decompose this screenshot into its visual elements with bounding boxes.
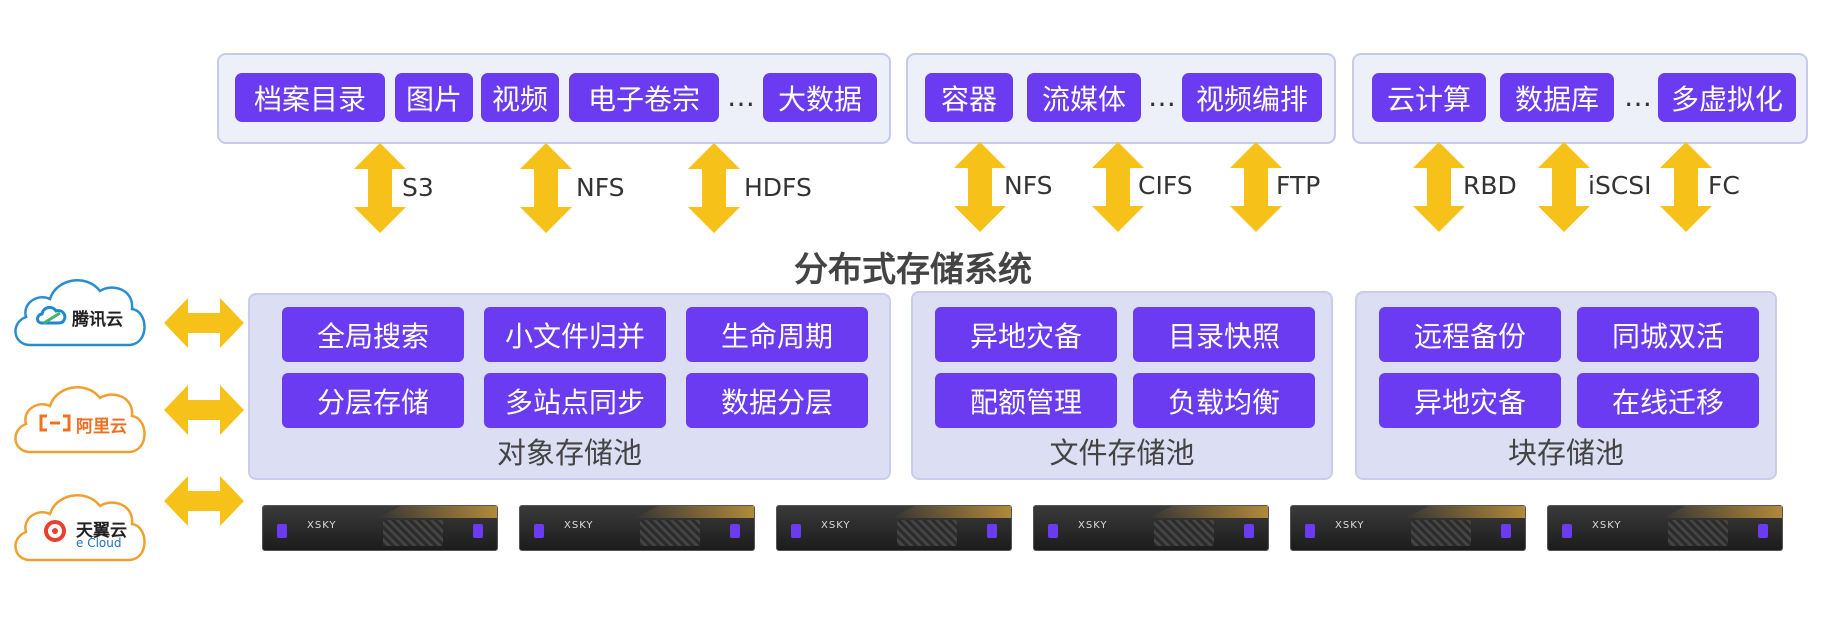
system-title: 分布式存储系统 — [794, 250, 1032, 290]
feature-chip: 在线迁移 — [1577, 373, 1759, 428]
cloud-name: 腾讯云 — [72, 310, 123, 330]
app-group-block: 云计算 数据库 … 多虚拟化 — [1352, 53, 1808, 144]
app-chip: 流媒体 — [1027, 73, 1141, 122]
app-chip: 档案目录 — [235, 73, 385, 122]
status-led-icon — [1244, 524, 1254, 538]
feature-chip: 数据分层 — [686, 373, 868, 428]
feature-chip: 分层存储 — [282, 373, 464, 428]
server-unit: XSKY — [262, 505, 498, 551]
feature-chip: 异地灾备 — [1379, 373, 1561, 428]
cloud-tencent: 腾讯云 — [8, 265, 153, 350]
feature-chip: 生命周期 — [686, 307, 868, 362]
app-group-file: 容器 流媒体 … 视频编排 — [906, 53, 1336, 144]
cloud-name: 阿里云 — [76, 417, 127, 437]
file-storage-pool: 异地灾备 目录快照 配额管理 负载均衡 文件存储池 — [911, 291, 1333, 480]
server-brand: XSKY — [564, 520, 594, 531]
protocol-label: NFS — [1004, 171, 1053, 200]
block-storage-pool: 远程备份 同城双活 异地灾备 在线迁移 块存储池 — [1355, 291, 1777, 480]
tencent-cloud-logo-icon — [36, 305, 67, 325]
app-chip: 视频 — [481, 73, 559, 122]
app-chip: 多虚拟化 — [1658, 73, 1796, 122]
server-brand: XSKY — [1335, 520, 1365, 531]
status-led-icon — [1758, 524, 1768, 538]
server-unit: XSKY — [519, 505, 755, 551]
double-arrow-icon — [1230, 142, 1282, 232]
cloud-outline-icon — [14, 386, 146, 454]
server-unit: XSKY — [776, 505, 1012, 551]
protocol-label: RBD — [1463, 171, 1517, 200]
double-arrow-icon — [164, 298, 244, 348]
tianyi-cloud-logo-icon — [44, 520, 66, 542]
double-arrow-icon — [164, 476, 244, 526]
status-led-icon — [987, 524, 997, 538]
double-arrow-icon — [520, 143, 572, 233]
server-unit: XSKY — [1290, 505, 1526, 551]
status-led-icon — [1501, 524, 1511, 538]
feature-chip: 配额管理 — [935, 373, 1117, 428]
status-led-icon — [1048, 524, 1058, 538]
protocol-label: iSCSI — [1588, 171, 1652, 200]
status-led-icon — [473, 524, 483, 538]
protocol-label: FTP — [1276, 171, 1321, 200]
cloud-outline-icon — [14, 279, 146, 347]
double-arrow-icon — [954, 142, 1006, 232]
pool-label: 文件存储池 — [1049, 436, 1195, 470]
server-brand: XSKY — [307, 520, 337, 531]
server-brand: XSKY — [1592, 520, 1622, 531]
cloud-name: 天翼云 — [76, 521, 127, 541]
status-led-icon — [791, 524, 801, 538]
aliyun-logo-icon — [39, 414, 71, 432]
ellipsis: … — [1624, 80, 1652, 113]
double-arrow-icon — [1413, 142, 1465, 232]
app-chip: 视频编排 — [1182, 73, 1322, 122]
protocol-label: FC — [1708, 171, 1740, 200]
pool-label: 块存储池 — [1507, 436, 1624, 470]
app-chip: 图片 — [395, 73, 473, 122]
cloud-aliyun: 阿里云 — [8, 372, 153, 457]
feature-chip: 多站点同步 — [484, 373, 666, 428]
status-led-icon — [1305, 524, 1315, 538]
app-chip: 云计算 — [1372, 73, 1486, 122]
double-arrow-icon — [1538, 142, 1590, 232]
feature-chip: 远程备份 — [1379, 307, 1561, 362]
feature-chip: 负载均衡 — [1133, 373, 1315, 428]
feature-chip: 全局搜索 — [282, 307, 464, 362]
double-arrow-icon — [1092, 142, 1144, 232]
protocol-label: NFS — [576, 173, 625, 202]
double-arrow-icon — [1660, 142, 1712, 232]
feature-chip: 目录快照 — [1133, 307, 1315, 362]
ellipsis: … — [727, 80, 755, 113]
feature-chip: 小文件归并 — [484, 307, 666, 362]
app-group-object: 档案目录 图片 视频 电子卷宗 … 大数据 — [217, 53, 891, 144]
status-led-icon — [730, 524, 740, 538]
status-led-icon — [534, 524, 544, 538]
app-chip: 容器 — [925, 73, 1013, 122]
server-brand: XSKY — [1078, 520, 1108, 531]
ellipsis: … — [1148, 80, 1176, 113]
cloud-outline-icon — [14, 494, 146, 562]
app-chip: 电子卷宗 — [569, 73, 719, 122]
status-led-icon — [1562, 524, 1572, 538]
feature-chip: 异地灾备 — [935, 307, 1117, 362]
server-unit: XSKY — [1033, 505, 1269, 551]
cloud-tianyi: 天翼云 e Cloud — [8, 480, 153, 565]
app-chip: 大数据 — [763, 73, 877, 122]
double-arrow-icon — [354, 143, 406, 233]
protocol-label: S3 — [402, 173, 434, 202]
object-storage-pool: 全局搜索 小文件归并 生命周期 分层存储 多站点同步 数据分层 对象存储池 — [248, 293, 891, 480]
double-arrow-icon — [164, 385, 244, 435]
server-unit: XSKY — [1547, 505, 1783, 551]
pool-label: 对象存储池 — [496, 436, 642, 470]
server-brand: XSKY — [821, 520, 851, 531]
protocol-label: HDFS — [744, 173, 812, 202]
protocol-label: CIFS — [1138, 171, 1193, 200]
status-led-icon — [277, 524, 287, 538]
feature-chip: 同城双活 — [1577, 307, 1759, 362]
app-chip: 数据库 — [1500, 73, 1614, 122]
cloud-subname: e Cloud — [76, 536, 122, 550]
double-arrow-icon — [688, 143, 740, 233]
